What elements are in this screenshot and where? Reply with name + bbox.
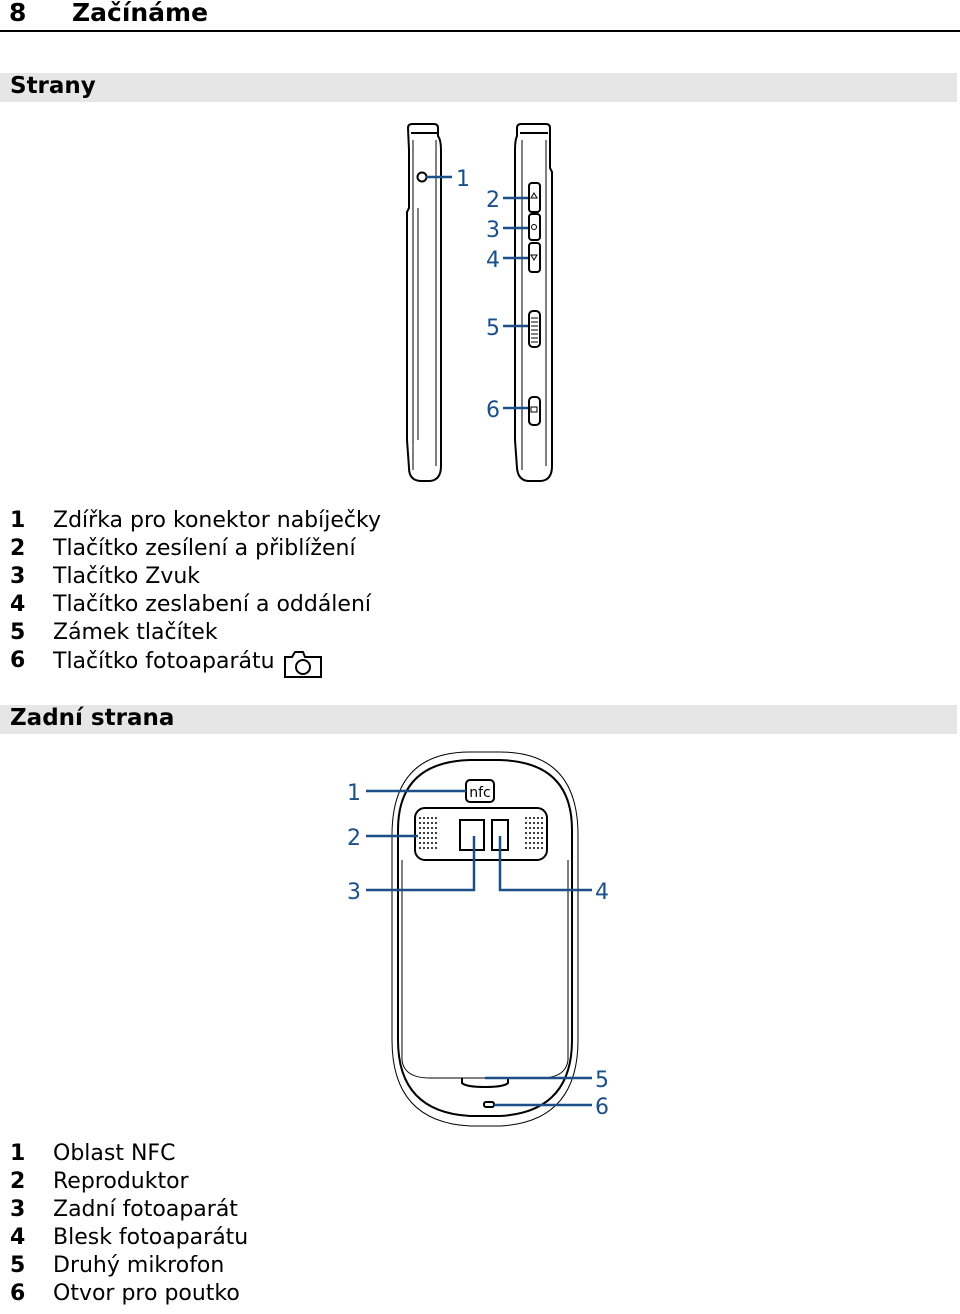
chapter-title: Začínáme: [72, 0, 209, 27]
item-label: Otvor pro poutko: [53, 1281, 240, 1306]
back-callout-2: 2: [347, 826, 361, 851]
item-label: Oblast NFC: [53, 1141, 176, 1166]
callout-6: 6: [486, 398, 500, 423]
item-number: 3: [10, 564, 26, 589]
volume-down-key: [528, 242, 541, 273]
item-label: Tlačítko zeslabení a oddálení: [53, 592, 372, 617]
item-label: Zdířka pro konektor nabíječky: [53, 508, 381, 533]
back-callout-1: 1: [347, 781, 361, 806]
phone-back-outline: [397, 759, 573, 1117]
callout-4: 4: [486, 248, 500, 273]
nfc-logo: nfc: [469, 785, 491, 801]
speaker-grille-left: [419, 817, 437, 849]
camera-lens: [459, 819, 485, 851]
item-number: 2: [10, 536, 26, 561]
item-label: Blesk fotoaparátu: [53, 1225, 249, 1250]
callout-3: 3: [486, 218, 500, 243]
back-callout-3: 3: [347, 880, 361, 905]
volume-down-icon: [530, 254, 538, 261]
page-header: 8 Začínáme: [0, 0, 960, 32]
phone-side-diagram: 1 2 3 4 5 6: [406, 123, 553, 482]
item-label: Tlačítko zesílení a přiblížení: [53, 536, 356, 561]
callout-5: 5: [486, 316, 500, 341]
item-number: 4: [10, 1225, 26, 1250]
section-heading-sides: Strany: [0, 73, 957, 102]
item-number: 5: [10, 620, 26, 645]
item-number: 5: [10, 1253, 26, 1278]
phone-back-diagram: nfc 1 2 3 4 5 6: [347, 751, 609, 1127]
back-callout-4: 4: [595, 880, 609, 905]
back-callout-6: 6: [595, 1095, 609, 1120]
phone-left-side: [406, 123, 442, 482]
callout-1: 1: [456, 167, 470, 192]
item-label: Druhý mikrofon: [53, 1253, 225, 1278]
item-label: Zadní fotoaparát: [53, 1197, 238, 1222]
page-number: 8: [9, 0, 27, 27]
item-number: 1: [10, 508, 26, 533]
section-title: Zadní strana: [10, 705, 175, 731]
item-number: 6: [10, 1281, 26, 1306]
camera-icon: [283, 651, 322, 678]
item-number: 3: [10, 1197, 26, 1222]
item-label: Tlačítko Zvuk: [53, 564, 201, 589]
item-number: 2: [10, 1169, 26, 1194]
section-title: Strany: [10, 73, 96, 99]
item-label: Reproduktor: [53, 1169, 189, 1194]
keylock-switch: [528, 310, 541, 348]
phone-right-side: [514, 123, 553, 482]
callout-2: 2: [486, 188, 500, 213]
item-label: Tlačítko fotoaparátu: [53, 649, 275, 674]
item-number: 4: [10, 592, 26, 617]
item-number: 6: [10, 648, 26, 673]
back-callout-5: 5: [595, 1068, 609, 1093]
charger-port-icon: [416, 171, 428, 183]
camera-key-icon: [530, 406, 538, 413]
item-label: Zámek tlačítek: [53, 620, 218, 645]
speaker-grille-right: [525, 817, 543, 849]
voice-key: [528, 213, 541, 241]
voice-key-icon: [531, 224, 537, 230]
section-heading-back: Zadní strana: [0, 705, 957, 734]
strap-hole: [483, 1101, 495, 1108]
item-number: 1: [10, 1141, 26, 1166]
volume-up-icon: [530, 192, 538, 199]
volume-up-key: [528, 182, 541, 213]
secondary-mic: [461, 1078, 509, 1089]
camera-module: [414, 807, 548, 861]
camera-key: [528, 396, 541, 426]
